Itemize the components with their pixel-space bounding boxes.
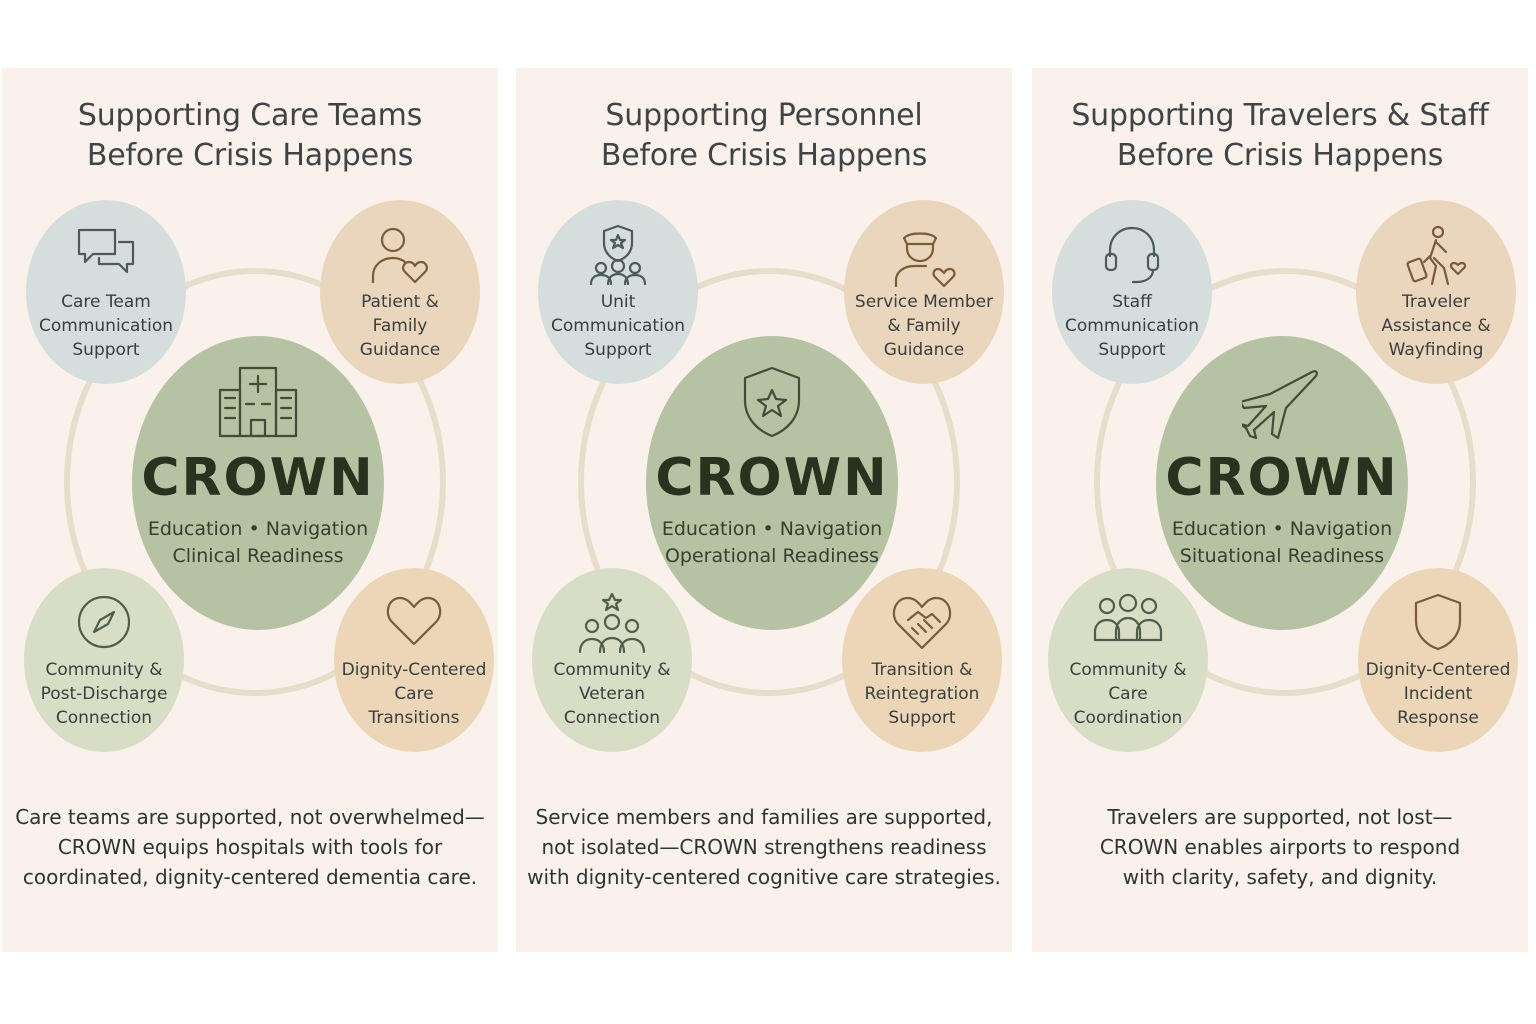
node-community-care-coordination: Community & Care Coordination: [1048, 568, 1208, 752]
node-label: Traveler Assistance & Wayfinding: [1381, 292, 1491, 360]
node-label: Community & Post-Discharge Connection: [40, 660, 168, 728]
node-label: Dignity-Centered Incident Response: [1365, 660, 1511, 728]
connector-ring: [1094, 268, 1476, 696]
crown-hub: CROWN Education • Navigation Operational…: [646, 336, 898, 630]
node-patient-family-guidance: Patient & Family Guidance: [320, 200, 480, 384]
headset-icon: [1052, 224, 1212, 290]
node-care-team-communication: Care Team Communication Support: [26, 200, 186, 384]
node-traveler-assistance: Traveler Assistance & Wayfinding: [1356, 200, 1516, 384]
node-service-member-guidance: Service Member & Family Guidance: [844, 200, 1004, 384]
traveler-luggage-icon: [1356, 224, 1516, 290]
node-community-post-discharge: Community & Post-Discharge Connection: [24, 568, 184, 752]
airplane-icon: [1156, 364, 1408, 444]
heart-icon: [334, 592, 494, 658]
officer-heart-icon: [844, 224, 1004, 290]
connector-ring: [578, 268, 960, 696]
node-label: Unit Communication Support: [551, 292, 685, 360]
node-dignity-incident-response: Dignity-Centered Incident Response: [1358, 568, 1518, 752]
node-label: Service Member & Family Guidance: [854, 292, 994, 360]
node-label: Transition & Reintegration Support: [864, 660, 980, 728]
group-icon: [1048, 592, 1208, 658]
node-staff-communication: Staff Communication Support: [1052, 200, 1212, 384]
hub-subtitle: Education • Navigation Operational Readi…: [661, 518, 883, 567]
panel-title: Supporting Travelers & Staff Before Cris…: [1071, 98, 1489, 173]
panel-caption: Care teams are supported, not overwhelme…: [15, 805, 485, 889]
brand-name: CROWN: [141, 448, 375, 508]
crown-hub: CROWN Education • Navigation Situational…: [1156, 336, 1408, 630]
panel-airport: Supporting Travelers & Staff Before Cris…: [1032, 68, 1528, 952]
node-label: Patient & Family Guidance: [359, 292, 441, 360]
node-community-veteran: Community & Veteran Connection: [532, 568, 692, 752]
hub-subtitle: Education • Navigation Clinical Readines…: [147, 518, 369, 567]
hub-subtitle: Education • Navigation Situational Readi…: [1171, 518, 1393, 567]
node-label: Community & Veteran Connection: [553, 660, 671, 728]
star-group-icon: [532, 592, 692, 658]
node-unit-communication: Unit Communication Support: [538, 200, 698, 384]
panel-caption: Service members and families are support…: [527, 805, 1001, 889]
chat-bubbles-icon: [26, 224, 186, 290]
brand-name: CROWN: [655, 448, 889, 508]
node-label: Dignity-Centered Care Transitions: [341, 660, 487, 728]
node-label: Care Team Communication Support: [39, 292, 173, 360]
node-transition-reintegration: Transition & Reintegration Support: [842, 568, 1002, 752]
node-label: Staff Communication Support: [1065, 292, 1199, 360]
handshake-heart-icon: [842, 592, 1002, 658]
brand-name: CROWN: [1165, 448, 1399, 508]
hospital-icon: [132, 364, 384, 444]
crown-hub: CROWN Education • Navigation Clinical Re…: [132, 336, 384, 630]
panel-hospital: Supporting Care Teams Before Crisis Happ…: [2, 68, 498, 952]
shield-icon: [1358, 592, 1518, 658]
shield-star-icon: [646, 364, 898, 444]
panel-military: Supporting Personnel Before Crisis Happe…: [516, 68, 1012, 952]
panel-title: Supporting Personnel Before Crisis Happe…: [600, 98, 928, 173]
compass-icon: [24, 592, 184, 658]
panel-title: Supporting Care Teams Before Crisis Happ…: [77, 98, 423, 173]
person-heart-icon: [320, 224, 480, 290]
connector-ring: [64, 268, 446, 696]
panel-caption: Travelers are supported, not lost— CROWN…: [1099, 805, 1461, 889]
badge-group-icon: [538, 224, 698, 290]
node-label: Community & Care Coordination: [1069, 660, 1187, 728]
node-dignity-care-transitions: Dignity-Centered Care Transitions: [334, 568, 494, 752]
